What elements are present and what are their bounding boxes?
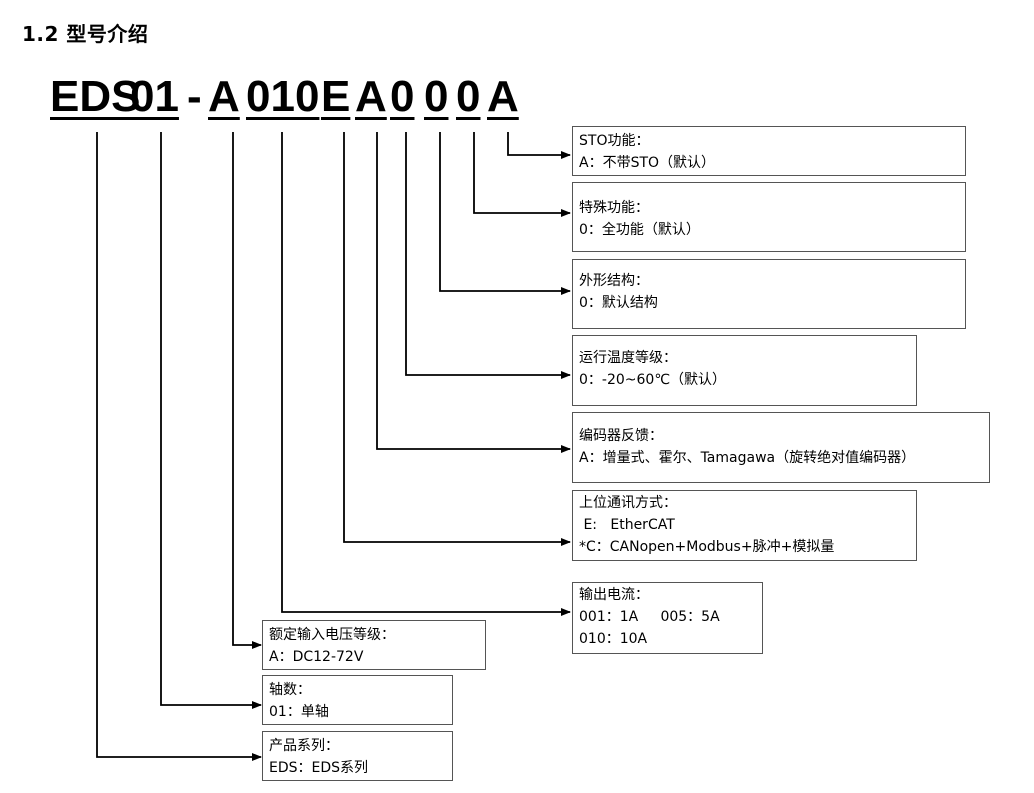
box-line: EDS：EDS系列 <box>269 760 369 776</box>
connector-comm <box>343 132 571 546</box>
connector-voltage <box>232 132 262 649</box>
box-line: A：增量式、霍尔、Tamagawa（旋转绝对值编码器） <box>579 450 916 466</box>
box-heading: 运行温度等级： <box>579 350 677 366</box>
box-heading: 上位通讯方式： <box>579 495 677 511</box>
box-encoder: 编码器反馈： A：增量式、霍尔、Tamagawa（旋转绝对值编码器） <box>572 412 990 483</box>
connector-sto <box>507 132 571 159</box>
box-line: 001：1A 005：5A <box>579 609 720 625</box>
code-encoder: A <box>355 72 387 121</box>
box-heading: 轴数： <box>269 682 311 698</box>
box-series: 产品系列： EDS：EDS系列 <box>262 731 453 781</box>
code-dash: - <box>187 72 202 121</box>
box-heading: STO功能： <box>579 133 650 149</box>
box-voltage: 额定输入电压等级： A：DC12-72V <box>262 620 486 670</box>
code-current: 010 <box>246 72 320 121</box>
box-line: A：不带STO（默认） <box>579 155 716 171</box>
code-sto: A <box>487 72 519 121</box>
connector-encoder <box>376 132 571 453</box>
box-line: 0：默认结构 <box>579 295 658 311</box>
code-shape: 0 <box>424 72 449 121</box>
connector-current <box>281 132 571 616</box>
connector-temp <box>405 132 571 379</box>
box-line: 01：单轴 <box>269 704 329 720</box>
box-line: 010：10A <box>579 631 648 647</box>
box-heading: 产品系列： <box>269 738 339 754</box>
box-line: 0：-20~60℃（默认） <box>579 372 727 388</box>
code-voltage: A <box>208 72 240 121</box>
box-line: E: EtherCAT <box>579 517 675 533</box>
box-heading: 额定输入电压等级： <box>269 627 395 643</box>
box-shape: 外形结构： 0：默认结构 <box>572 259 966 329</box>
box-comm: 上位通讯方式： E: EtherCAT *C：CANopen+Modbus+脉冲… <box>572 490 917 561</box>
code-series: EDS <box>50 72 141 121</box>
box-line: A：DC12-72V <box>269 649 364 665</box>
connector-shape <box>439 132 571 295</box>
box-heading: 输出电流： <box>579 587 649 603</box>
section-title: 1.2 型号介绍 <box>22 22 149 46</box>
box-special: 特殊功能： 0：全功能（默认） <box>572 182 966 252</box>
connector-special <box>473 132 571 217</box>
box-line: *C：CANopen+Modbus+脉冲+模拟量 <box>579 539 835 555</box>
box-heading: 外形结构： <box>579 273 649 289</box>
code-axes: 01 <box>130 72 179 121</box>
box-heading: 编码器反馈： <box>579 428 663 444</box>
code-temp: 0 <box>390 72 415 121</box>
box-axes: 轴数： 01：单轴 <box>262 675 453 725</box>
connector-series <box>96 132 262 761</box>
box-heading: 特殊功能： <box>579 200 649 216</box>
code-comm: E <box>321 72 351 121</box>
box-current: 输出电流： 001：1A 005：5A 010：10A <box>572 582 763 654</box>
box-sto: STO功能： A：不带STO（默认） <box>572 126 966 176</box>
connector-axes <box>160 132 262 709</box>
box-line: 0：全功能（默认） <box>579 222 700 238</box>
box-temp: 运行温度等级： 0：-20~60℃（默认） <box>572 335 917 406</box>
code-special: 0 <box>456 72 481 121</box>
